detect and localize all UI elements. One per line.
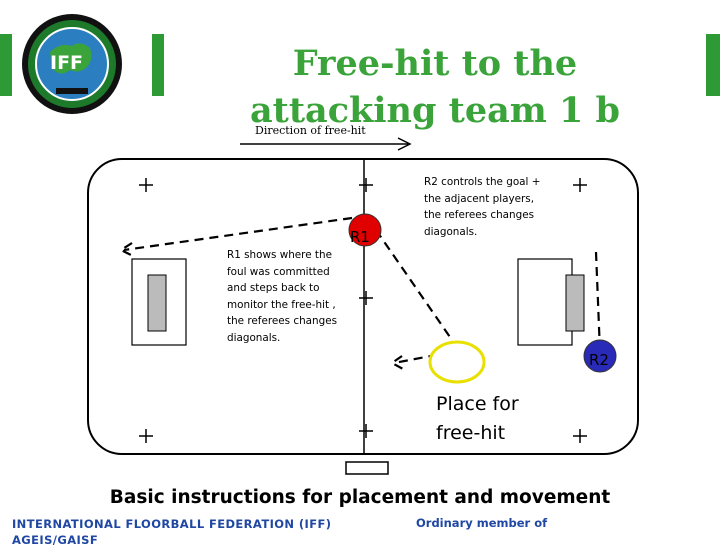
goal-right <box>565 274 585 332</box>
r1-marker <box>348 213 382 247</box>
freehit-ring <box>428 340 486 384</box>
r2-path <box>594 251 602 353</box>
direction-label: Direction of free-hit <box>255 124 366 137</box>
slide-title: Free-hit to the attacking team 1 b <box>250 43 620 131</box>
iff-logo: IFF <box>20 12 124 116</box>
logo-text: IFF <box>50 52 84 74</box>
goal-left <box>147 274 167 332</box>
r2-marker <box>583 339 617 373</box>
r2-note: R2 controls the goal + the adjacent play… <box>424 176 541 238</box>
r1-path-freehit <box>375 229 453 370</box>
r1-label: R1 <box>350 228 370 246</box>
goal-area-right <box>517 258 573 346</box>
goal-area-left <box>131 258 187 346</box>
direction-arrow <box>240 137 412 151</box>
footer-membership: Ordinary member of <box>416 516 548 530</box>
footer-federation: INTERNATIONAL FLOORBALL FEDERATION (IFF)… <box>12 517 332 547</box>
accent-bar-right <box>706 34 720 96</box>
accent-bar-left <box>0 34 12 96</box>
r2-label: R2 <box>589 351 609 369</box>
freehit-place-label: Place for free-hit <box>436 393 519 444</box>
caption: Basic instructions for placement and mov… <box>109 487 611 508</box>
accent-bar-logo-right <box>152 34 164 96</box>
faceoff-marks <box>139 178 587 443</box>
rink-outline <box>87 158 639 455</box>
bench-box <box>345 461 389 475</box>
r1-note: R1 shows where the foul was committed an… <box>227 249 338 344</box>
r1-path-left <box>118 216 353 257</box>
